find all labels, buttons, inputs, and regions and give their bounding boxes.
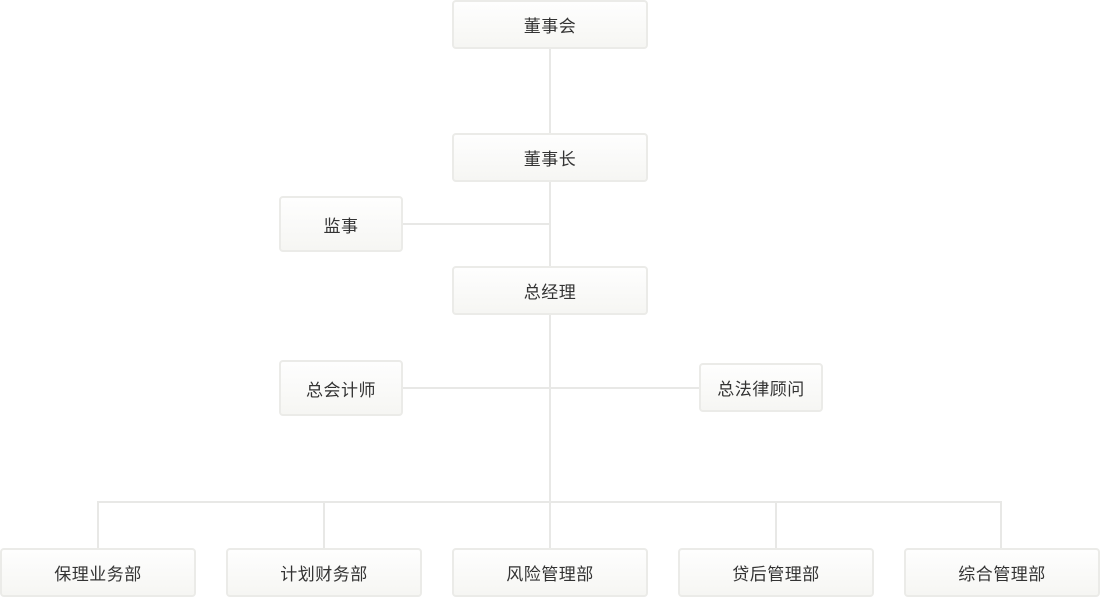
node-chairman: 董事长 [452, 133, 648, 182]
node-general-counsel: 总法律顾问 [699, 363, 823, 412]
node-chief-accountant: 总会计师 [279, 360, 403, 416]
connector-supervisor [401, 223, 549, 225]
node-department: 贷后管理部 [678, 548, 874, 597]
connector-chairman-gm [549, 180, 551, 267]
connector-dept-1 [97, 501, 99, 549]
node-department: 风险管理部 [452, 548, 648, 597]
connector-general-counsel [551, 387, 700, 389]
connector-departments-bus [97, 501, 1002, 503]
connector-dept-4 [775, 501, 777, 549]
connector-dept-5 [1000, 501, 1002, 549]
node-department: 综合管理部 [904, 548, 1100, 597]
connector-board-chairman [549, 47, 551, 134]
node-general-manager: 总经理 [452, 266, 648, 315]
connector-dept-2 [323, 501, 325, 549]
node-department: 计划财务部 [226, 548, 422, 597]
connector-chief-accountant [401, 387, 549, 389]
connector-gm-trunk [549, 313, 551, 549]
node-department: 保理业务部 [0, 548, 196, 597]
node-board: 董事会 [452, 0, 648, 49]
node-supervisor: 监事 [279, 196, 403, 252]
